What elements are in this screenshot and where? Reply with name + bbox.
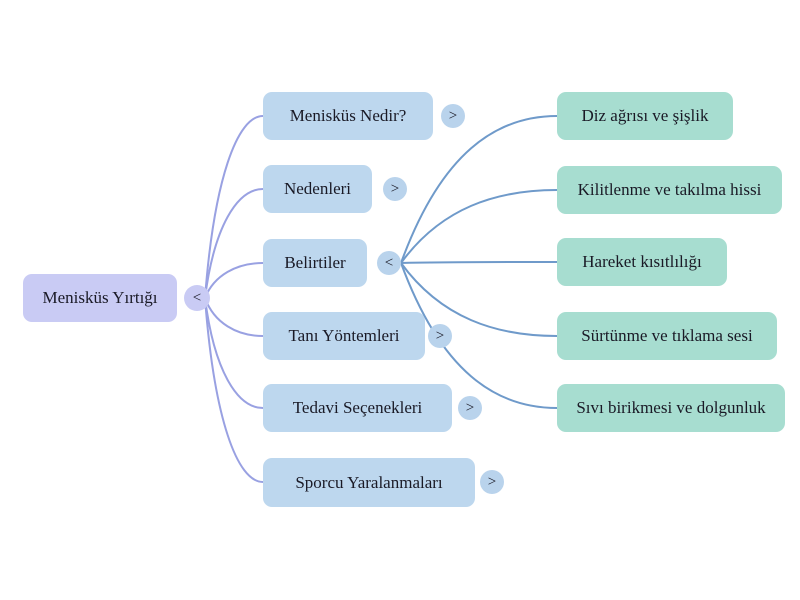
node-sporcu-yaralanmalari[interactable]: Sporcu Yaralanmaları	[263, 458, 475, 507]
node-label: Sporcu Yaralanmaları	[295, 472, 443, 492]
node-label: Menisküs Nedir?	[289, 106, 407, 125]
expand-icon: >	[448, 107, 458, 124]
node-tani-yontemleri[interactable]: Tanı Yöntemleri	[263, 312, 425, 360]
expand-button-nedenleri[interactable]: >	[383, 177, 407, 201]
node-label: Kilitlenme ve takılma hissi	[577, 180, 762, 199]
collapse-icon: <	[192, 289, 202, 306]
root-topic-connectors	[204, 115, 264, 483]
expand-icon: >	[435, 327, 445, 344]
node-label: Belirtiler	[284, 253, 346, 272]
node-nedenleri[interactable]: Nedenleri	[263, 165, 372, 213]
node-label: Tedavi Seçenekleri	[292, 398, 423, 417]
expand-button-meniskus-nedir[interactable]: >	[441, 104, 465, 128]
expand-button-sporcu-yaralanmalari[interactable]: >	[480, 470, 504, 494]
node-surtunme-ve-tiklama-sesi[interactable]: Sürtünme ve tıklama sesi	[557, 312, 777, 360]
collapse-button-belirtiler[interactable]: <	[377, 251, 401, 275]
node-hareket-kisitliligi[interactable]: Hareket kısıtlılığı	[557, 238, 727, 286]
node-meniskus-yirtigi[interactable]: Menisküs Yırtığı	[23, 274, 177, 322]
node-label: Nedenleri	[283, 179, 352, 198]
collapse-icon: <	[384, 254, 394, 271]
expand-icon: >	[487, 473, 497, 490]
node-meniskus-nedir[interactable]: Menisküs Nedir?	[263, 92, 433, 140]
expand-button-tani-yontemleri[interactable]: >	[428, 324, 452, 348]
node-label: Sıvı birikmesi ve dolgunluk	[576, 398, 766, 417]
node-diz-agrisi-ve-sislik[interactable]: Diz ağrısı ve şişlik	[557, 92, 733, 140]
node-label: Hareket kısıtlılığı	[582, 252, 702, 271]
belirtiler-symptom-connectors	[400, 115, 558, 409]
node-belirtiler[interactable]: Belirtiler	[263, 239, 367, 287]
node-tedavi-secenekleri[interactable]: Tedavi Seçenekleri	[263, 384, 452, 432]
node-label: Menisküs Yırtığı	[42, 288, 158, 307]
node-label: Tanı Yöntemleri	[288, 326, 400, 345]
expand-icon: >	[390, 180, 400, 197]
expand-button-tedavi-secenekleri[interactable]: >	[458, 396, 482, 420]
node-label: Diz ağrısı ve şişlik	[581, 106, 709, 125]
node-kilitlenme-ve-takilma-hissi[interactable]: Kilitlenme ve takılma hissi	[557, 166, 782, 214]
collapse-button-meniskus-yirtigi[interactable]: <	[184, 285, 210, 311]
expand-icon: >	[465, 399, 475, 416]
node-sivi-birikmesi-ve-dolgunluk[interactable]: Sıvı birikmesi ve dolgunluk	[557, 384, 785, 432]
node-label: Sürtünme ve tıklama sesi	[581, 326, 753, 345]
